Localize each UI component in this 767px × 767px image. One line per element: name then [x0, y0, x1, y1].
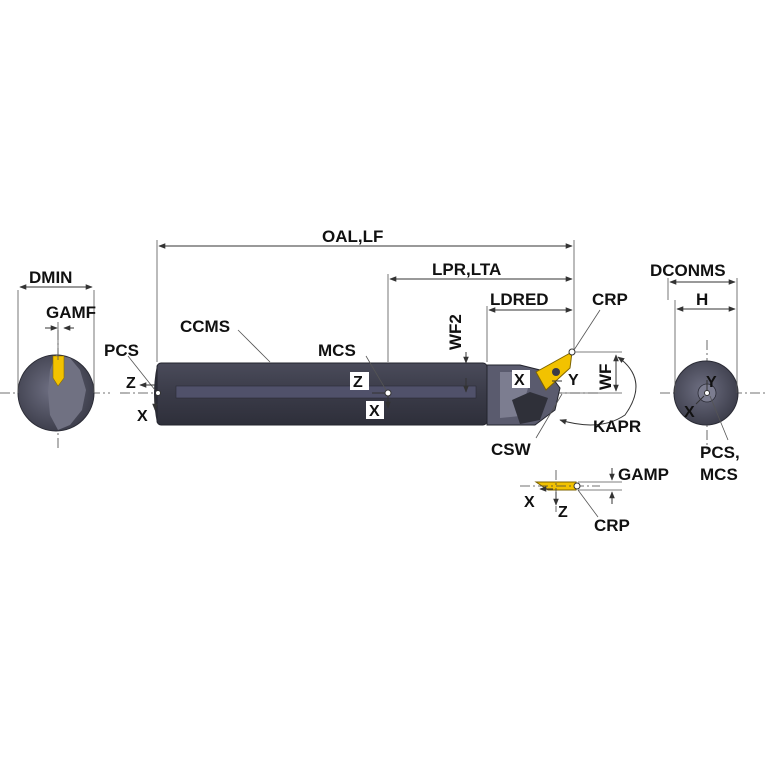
right-view-y-axis-label: Y — [706, 374, 717, 391]
crp-bottom-point-icon — [573, 482, 581, 490]
left-end-view-insert — [52, 355, 65, 387]
csw-label: CSW — [491, 440, 532, 459]
oal-lf-label: OAL,LF — [322, 227, 383, 246]
insert-side-view — [520, 470, 600, 512]
gamp-label: GAMP — [618, 465, 669, 484]
pcs-z-axis-label: Z — [126, 375, 136, 392]
insert-view-z-axis-label: Z — [558, 504, 568, 521]
pcs-x-axis-label: X — [137, 408, 148, 425]
mcs-label: MCS — [318, 341, 356, 360]
gamf-label: GAMF — [46, 303, 96, 322]
left-end-view — [0, 284, 110, 450]
crp-top-label: CRP — [592, 290, 628, 309]
right-end-view — [660, 278, 767, 450]
kapr-label: KAPR — [593, 417, 641, 436]
insert-screw-icon — [552, 368, 560, 376]
wf2-label: WF2 — [446, 314, 465, 350]
mcs-point-icon — [384, 389, 392, 397]
insert-view-x-axis-label: X — [524, 494, 535, 511]
ldred-label: LDRED — [490, 290, 549, 309]
crp-y-axis-label: Y — [568, 372, 579, 389]
mcs-x-axis-label: X — [369, 403, 380, 420]
h-label: H — [696, 290, 708, 309]
dconms-label: DCONMS — [650, 261, 726, 280]
pcs-point-icon — [155, 390, 161, 396]
coolant-channel — [175, 385, 477, 399]
pcs-mcs-label-line2: MCS — [700, 465, 738, 484]
ccms-label: CCMS — [180, 317, 230, 336]
pcs-label: PCS — [104, 341, 139, 360]
pcs-mcs-label-line1: PCS, — [700, 443, 740, 462]
right-view-x-axis-label: X — [684, 404, 695, 421]
wf-label: WF — [596, 364, 615, 390]
lpr-lta-label: LPR,LTA — [432, 260, 501, 279]
crp-x-axis-label: X — [514, 372, 525, 389]
mcs-z-axis-label: Z — [353, 374, 363, 391]
dmin-label: DMIN — [29, 268, 72, 287]
crp-bottom-label: CRP — [594, 516, 630, 535]
